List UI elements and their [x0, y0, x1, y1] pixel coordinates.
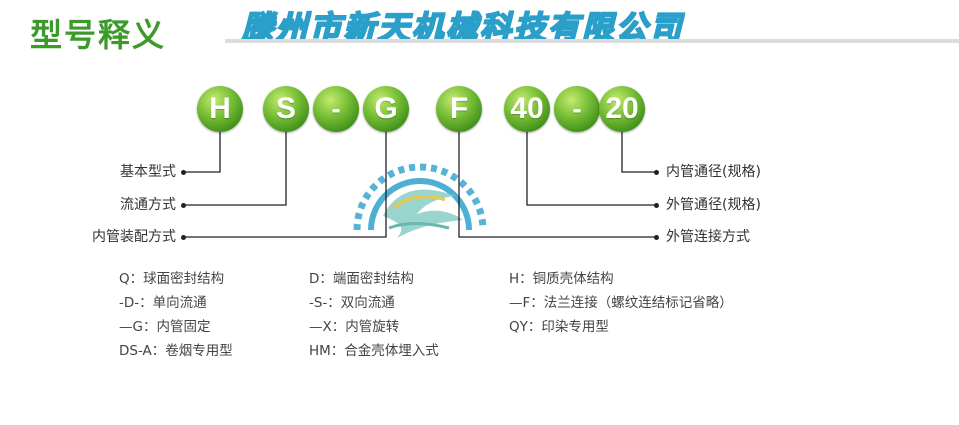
legend-item: —F：法兰连接（螺纹连结标记省略） — [509, 295, 733, 311]
legend-item: -D-：单向流通 — [119, 295, 207, 311]
code-circle-h: H — [197, 86, 243, 132]
dot-inner-diameter — [654, 170, 659, 175]
title-divider — [225, 39, 959, 43]
dot-flow-mode — [181, 203, 186, 208]
dot-outer-diameter — [654, 203, 659, 208]
code-circle-dash-2: - — [554, 86, 600, 132]
line-inner-diameter — [621, 132, 656, 173]
legend-item: -S-：双向流通 — [309, 295, 395, 311]
legend-item: QY：印染专用型 — [509, 319, 609, 335]
dot-basic-type — [181, 170, 186, 175]
label-basic-type: 基本型式 — [120, 164, 176, 180]
legend-item: D：端面密封结构 — [309, 271, 414, 287]
page-title: 型号释义 — [30, 16, 167, 54]
code-circle-g: G — [363, 86, 409, 132]
label-outer-diameter: 外管通径(规格) — [666, 197, 761, 213]
legend-item: H：铜质壳体结构 — [509, 271, 614, 287]
legend-item: Q：球面密封结构 — [119, 271, 225, 287]
line-outer-connection — [458, 132, 656, 238]
label-flow-mode: 流通方式 — [120, 197, 176, 213]
gear-dragon-logo-icon — [353, 163, 487, 238]
line-inner-assembly — [185, 132, 387, 238]
code-circle-20: 20 — [599, 86, 645, 132]
code-circle-s: S — [263, 86, 309, 132]
label-inner-diameter: 内管通径(规格) — [666, 164, 761, 180]
label-inner-assembly: 内管装配方式 — [92, 229, 176, 245]
line-flow-mode — [185, 132, 287, 206]
legend-item: —X：内管旋转 — [309, 319, 400, 335]
label-outer-connection: 外管连接方式 — [666, 229, 750, 245]
legend-item: —G：内管固定 — [119, 319, 211, 335]
legend-item: HM：合金壳体埋入式 — [309, 343, 439, 359]
line-basic-type — [185, 132, 221, 173]
legend-item: DS-A：卷烟专用型 — [119, 343, 233, 359]
dot-inner-assembly — [181, 235, 186, 240]
code-circle-40: 40 — [504, 86, 550, 132]
code-circle-f: F — [436, 86, 482, 132]
line-outer-diameter — [526, 132, 656, 206]
dot-outer-connection — [654, 235, 659, 240]
code-circle-dash-1: - — [313, 86, 359, 132]
